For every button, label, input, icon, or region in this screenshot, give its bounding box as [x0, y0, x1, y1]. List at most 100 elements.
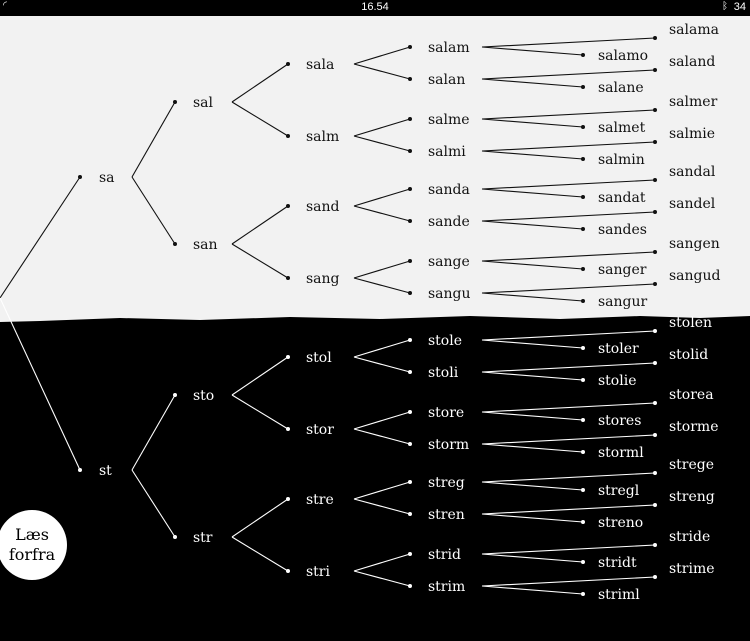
dot-stole — [408, 338, 412, 342]
word-sangen[interactable]: sangen — [669, 236, 720, 252]
word-salmet[interactable]: salmet — [598, 120, 646, 136]
node-strim[interactable]: strim — [428, 579, 465, 595]
node-st[interactable]: st — [99, 463, 112, 479]
node-sang[interactable]: sang — [306, 271, 340, 287]
word-stores[interactable]: stores — [598, 413, 641, 429]
dot-storme — [653, 433, 657, 437]
node-streg[interactable]: streg — [428, 475, 465, 491]
word-streno[interactable]: streno — [598, 515, 643, 531]
node-sande[interactable]: sande — [428, 214, 470, 230]
word-salama[interactable]: salama — [669, 22, 719, 38]
dot-stre — [286, 497, 290, 501]
word-sangur[interactable]: sangur — [598, 294, 648, 310]
dot-sto — [173, 393, 177, 397]
node-stol[interactable]: stol — [306, 350, 332, 366]
dot-stride — [653, 543, 657, 547]
node-sal[interactable]: sal — [193, 95, 214, 111]
word-striml[interactable]: striml — [598, 587, 640, 603]
top-branch-root — [0, 176, 81, 299]
node-stor[interactable]: stor — [306, 422, 334, 438]
node-stren[interactable]: stren — [428, 507, 465, 523]
word-stride[interactable]: stride — [669, 529, 710, 545]
word-sandat[interactable]: sandat — [598, 190, 646, 206]
branch-striml — [481, 585, 584, 595]
node-stri[interactable]: stri — [306, 564, 331, 580]
node-salam[interactable]: salam — [428, 40, 470, 56]
branch-streng — [481, 504, 656, 515]
word-stolie[interactable]: stolie — [598, 373, 636, 389]
branch-stolid — [481, 362, 656, 373]
node-salmi[interactable]: salmi — [428, 144, 466, 160]
node-sand[interactable]: sand — [306, 199, 340, 215]
node-salm[interactable]: salm — [306, 129, 339, 145]
branch-salm — [231, 101, 289, 137]
word-stregl[interactable]: stregl — [598, 483, 640, 499]
node-sa[interactable]: sa — [99, 170, 115, 186]
node-salme[interactable]: salme — [428, 112, 470, 128]
node-sanda[interactable]: sanda — [428, 182, 470, 198]
node-sala[interactable]: sala — [306, 57, 334, 73]
node-stole[interactable]: stole — [428, 333, 462, 349]
word-saland[interactable]: saland — [669, 54, 715, 70]
word-stolen[interactable]: stolen — [669, 315, 712, 331]
branch-stol — [231, 356, 289, 396]
branch-storea — [481, 402, 656, 413]
node-san[interactable]: san — [193, 237, 218, 253]
branch-salmet — [481, 118, 584, 128]
branch-storme — [481, 434, 656, 445]
branch-storml — [481, 443, 584, 453]
word-strege[interactable]: strege — [669, 457, 714, 473]
word-stoler[interactable]: stoler — [598, 341, 639, 357]
read-again-button[interactable]: Læs forfra — [0, 510, 67, 580]
word-sandal[interactable]: sandal — [669, 164, 716, 180]
dot-stol — [286, 355, 290, 359]
node-sangu[interactable]: sangu — [428, 286, 471, 302]
branch-sangur — [481, 292, 584, 302]
word-stolid[interactable]: stolid — [669, 347, 708, 363]
branch-sto — [131, 394, 176, 471]
word-sandel[interactable]: sandel — [669, 196, 716, 212]
word-sangud[interactable]: sangud — [669, 268, 721, 284]
word-salamo[interactable]: salamo — [598, 48, 648, 64]
bluetooth-icon: ᛒ — [722, 1, 728, 12]
node-str[interactable]: str — [193, 530, 213, 546]
node-store[interactable]: store — [428, 405, 464, 421]
branch-stole — [353, 339, 411, 358]
branch-sandat — [481, 188, 584, 198]
word-salmie[interactable]: salmie — [669, 126, 715, 142]
word-salane[interactable]: salane — [598, 80, 644, 96]
word-sandes[interactable]: sandes — [598, 222, 647, 238]
branch-sandes — [481, 220, 584, 230]
dot-stor — [286, 427, 290, 431]
word-salmin[interactable]: salmin — [598, 152, 645, 168]
dot-salmi — [408, 149, 412, 153]
node-salan[interactable]: salan — [428, 72, 465, 88]
dot-sang — [286, 276, 290, 280]
word-storme[interactable]: storme — [669, 419, 719, 435]
node-storm[interactable]: storm — [428, 437, 469, 453]
dot-sanger — [581, 267, 585, 271]
branch-sangu — [353, 277, 411, 294]
word-storea[interactable]: storea — [669, 387, 714, 403]
branch-streg — [353, 481, 411, 500]
word-strime[interactable]: strime — [669, 561, 715, 577]
dot-sanda — [408, 187, 412, 191]
branch-salmin — [481, 150, 584, 160]
word-sanger[interactable]: sanger — [598, 262, 647, 278]
node-stoli[interactable]: stoli — [428, 365, 459, 381]
node-stre[interactable]: stre — [306, 492, 334, 508]
dot-strege — [653, 471, 657, 475]
node-strid[interactable]: strid — [428, 547, 461, 563]
branch-sande — [353, 205, 411, 222]
branch-stor — [231, 394, 289, 430]
node-sto[interactable]: sto — [193, 388, 214, 404]
word-stridt[interactable]: stridt — [598, 555, 637, 571]
word-streng[interactable]: streng — [669, 489, 715, 505]
word-salmer[interactable]: salmer — [669, 94, 718, 110]
dot-salme — [408, 117, 412, 121]
word-storml[interactable]: storml — [598, 445, 644, 461]
branch-salme — [353, 118, 411, 137]
dot-stren — [408, 512, 412, 516]
branch-sala — [231, 63, 289, 103]
node-sange[interactable]: sange — [428, 254, 470, 270]
